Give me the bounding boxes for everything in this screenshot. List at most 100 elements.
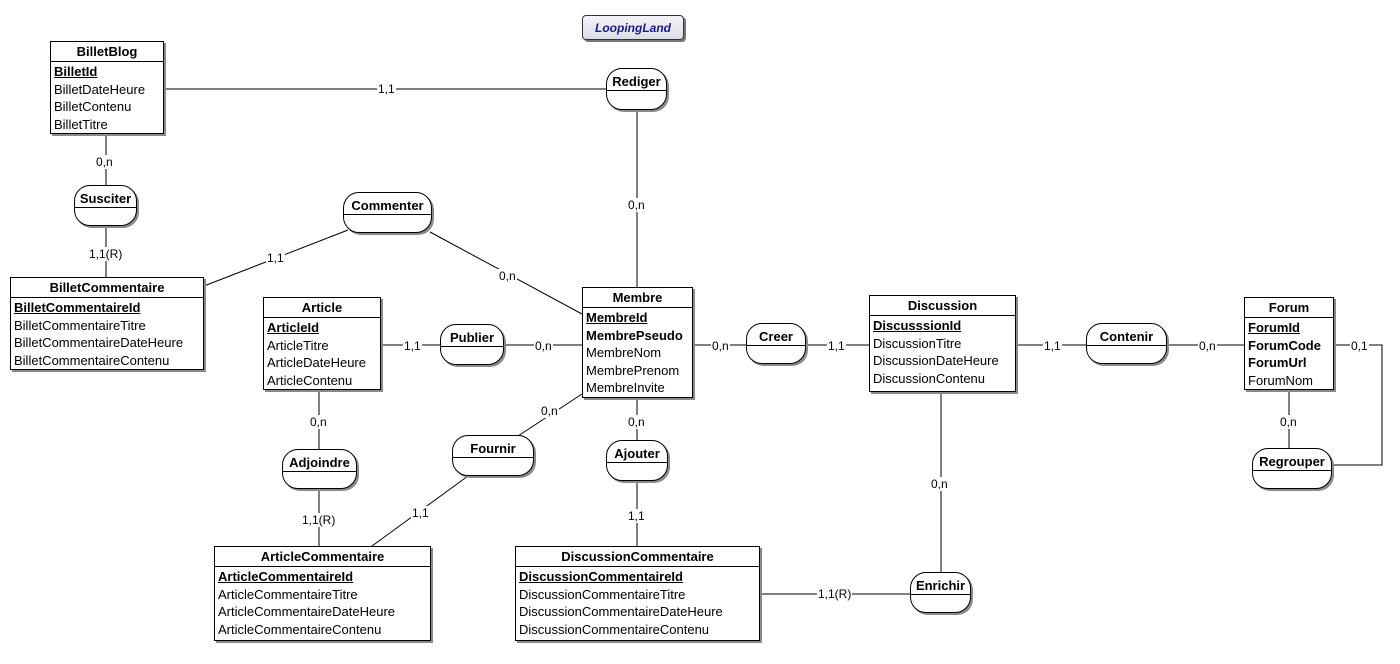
- entity-attribute: DiscusssionId: [873, 318, 962, 333]
- association-regrouper[interactable]: Regrouper: [1252, 448, 1332, 489]
- entity-attribute: ArticleCommentaireDateHeure: [218, 604, 396, 619]
- entity-attribute: BilletCommentaireTitre: [14, 317, 146, 333]
- cardinality-billetcommentaire-susciter: 1,1(R): [88, 247, 124, 261]
- cardinality-billetblog-rediger: 1,1: [377, 82, 396, 96]
- cardinality-articlecommentaire-fournir: 1,1: [411, 506, 430, 520]
- entity-name: BilletCommentaire: [11, 278, 203, 298]
- entity-attribute: BilletDateHeure: [54, 81, 146, 97]
- association-ajouter[interactable]: Ajouter: [606, 440, 668, 481]
- association-contenir[interactable]: Contenir: [1086, 323, 1167, 364]
- association-label: Susciter: [75, 191, 136, 208]
- entity-attribute: ArticleCommentaireTitre: [218, 586, 358, 602]
- cardinality-discussion-creer: 1,1: [827, 339, 846, 353]
- entity-attribute: MembreInvite: [586, 380, 665, 395]
- association-label: Rediger: [607, 74, 666, 91]
- association-commenter[interactable]: Commenter: [343, 192, 432, 233]
- entity-attribute: ForumId: [1248, 320, 1300, 335]
- entity-attribute: BilletCommentaireContenu: [14, 352, 170, 368]
- entity-name: BilletBlog: [51, 42, 163, 62]
- association-label: Contenir: [1087, 329, 1166, 346]
- entity-attribute: DiscussionCommentaireTitre: [519, 586, 686, 602]
- entity-attribute: DiscussionCommentaireContenu: [519, 621, 710, 637]
- association-enrichir[interactable]: Enrichir: [910, 572, 971, 613]
- association-fournir[interactable]: Fournir: [452, 435, 534, 476]
- entity-attribute: ArticleCommentaireId: [218, 569, 354, 584]
- entity-name: Discussion: [870, 296, 1015, 316]
- entity-attribute: MembreNom: [586, 345, 662, 360]
- link-forum-regrouper-loop: [1332, 344, 1383, 466]
- entity-attribute: DiscussionCommentaireDateHeure: [519, 604, 723, 619]
- cardinality-membre-ajouter: 0,n: [627, 415, 646, 429]
- cardinality-membre-fournir: 0,n: [540, 404, 559, 418]
- cardinality-forum-regrouper-a: 0,1: [1350, 339, 1369, 353]
- entity-name: ArticleCommentaire: [215, 547, 430, 567]
- entity-attribute: ForumNom: [1248, 372, 1314, 388]
- entity-attribute: BilletTitre: [54, 116, 108, 132]
- association-susciter[interactable]: Susciter: [74, 185, 137, 226]
- association-creer[interactable]: Creer: [746, 323, 806, 364]
- entity-attribute: DiscussionContenu: [873, 370, 986, 386]
- entity-attribute: BilletCommentaireDateHeure: [14, 335, 184, 350]
- diagram-title: LoopingLand: [582, 15, 684, 40]
- cardinality-article-publier: 1,1: [403, 339, 422, 353]
- cardinality-discussion-contenir: 1,1: [1043, 339, 1062, 353]
- entity-attribute: BilletCommentaireId: [14, 300, 141, 315]
- association-label: Ajouter: [607, 446, 667, 463]
- entity-attribute: MembrePrenom: [586, 362, 680, 378]
- entity-attribute: ArticleId: [267, 320, 320, 335]
- cardinality-article-adjoindre: 0,n: [309, 415, 328, 429]
- entity-attribute: MembrePseudo: [586, 327, 683, 343]
- entity-name: Membre: [583, 288, 692, 308]
- entity-attribute: BilletId: [54, 64, 98, 79]
- cardinality-discussioncommentaire-ajouter: 1,1: [627, 509, 646, 523]
- association-label: Adjoindre: [283, 455, 356, 472]
- cardinality-articlecommentaire-adjoindre: 1,1(R): [301, 513, 337, 527]
- entity-name: Article: [264, 298, 380, 318]
- entity-attribute: ArticleDateHeure: [267, 355, 366, 370]
- association-publier[interactable]: Publier: [440, 324, 504, 365]
- entity-attribute: ForumUrl: [1248, 355, 1307, 370]
- entity-attribute: ArticleContenu: [267, 372, 353, 388]
- association-label: Commenter: [344, 198, 431, 215]
- cardinality-membre-commenter: 0,n: [498, 269, 517, 283]
- entity-name: DiscussionCommentaire: [516, 547, 759, 567]
- association-label: Fournir: [453, 441, 533, 458]
- cardinality-discussion-enrichir: 0,n: [930, 477, 949, 491]
- entity-name: Forum: [1245, 298, 1333, 318]
- cardinality-billetblog-susciter: 0,n: [95, 155, 114, 169]
- entity-attribute: ForumCode: [1248, 337, 1321, 353]
- entity-attribute: ArticleCommentaireContenu: [218, 621, 382, 637]
- entity-attribute: DiscussionTitre: [873, 335, 962, 351]
- cardinality-discussioncommentaire-enrichir: 1,1(R): [817, 587, 853, 601]
- association-label: Regrouper: [1253, 454, 1331, 471]
- cardinality-membre-creer: 0,n: [711, 339, 730, 353]
- entity-attribute: DiscussionCommentaireId: [519, 569, 683, 584]
- association-adjoindre[interactable]: Adjoindre: [282, 449, 357, 489]
- entity-attribute: BilletContenu: [54, 99, 132, 114]
- association-rediger[interactable]: Rediger: [606, 68, 667, 110]
- entity-discussioncommentaire[interactable]: DiscussionCommentaire DiscussionCommenta…: [515, 546, 760, 641]
- association-label: Publier: [441, 330, 503, 347]
- association-label: Enrichir: [911, 578, 970, 595]
- cardinality-billetcommentaire-commenter: 1,1: [266, 251, 285, 265]
- cardinality-membre-publier: 0,n: [534, 339, 553, 353]
- cardinality-forum-contenir: 0,n: [1198, 339, 1217, 353]
- entity-attribute: ArticleTitre: [267, 337, 329, 353]
- cardinality-membre-rediger: 0,n: [627, 198, 646, 212]
- cardinality-forum-regrouper-b: 0,n: [1279, 415, 1298, 429]
